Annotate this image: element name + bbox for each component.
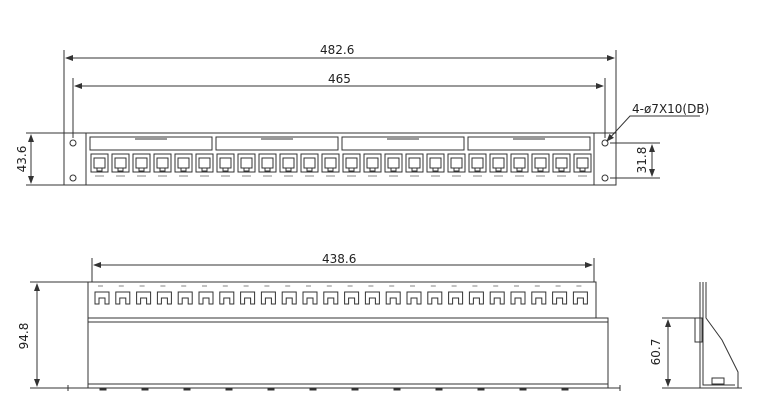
mounting-span-label: 465 xyxy=(328,72,351,86)
bottom-foot xyxy=(393,387,401,391)
hole-callout-label: 4-ø7X10(DB) xyxy=(632,102,710,116)
bottom-foot xyxy=(99,387,107,391)
front-port xyxy=(342,153,361,177)
front-port xyxy=(90,153,109,177)
hole-spacing-label: 31.8 xyxy=(635,146,649,174)
front-port xyxy=(447,153,466,177)
mounting-hole xyxy=(601,139,609,147)
bottom-outline-body xyxy=(87,317,609,389)
front-port xyxy=(426,153,445,177)
front-port xyxy=(132,153,151,177)
front-port xyxy=(321,153,340,177)
front-port xyxy=(153,153,172,177)
bottom-foot xyxy=(519,387,527,391)
bottom-foot xyxy=(309,387,317,391)
side-height-label: 60.7 xyxy=(649,338,663,366)
hole-callout-leader xyxy=(606,115,700,142)
bottom-port xyxy=(156,285,172,305)
front-port xyxy=(279,153,298,177)
bottom-port xyxy=(302,285,318,305)
front-port xyxy=(300,153,319,177)
mounting-hole xyxy=(601,174,609,182)
front-port xyxy=(258,153,277,177)
label-strip xyxy=(215,136,339,151)
bottom-port xyxy=(198,285,214,305)
bottom-port xyxy=(572,285,588,305)
front-view xyxy=(26,50,700,186)
bottom-view xyxy=(30,258,621,391)
front-port xyxy=(531,153,550,177)
label-strip xyxy=(89,136,213,151)
bottom-port xyxy=(489,285,505,305)
bottom-port xyxy=(510,285,526,305)
bottom-outline-top-plate xyxy=(87,281,597,319)
front-port xyxy=(573,153,592,177)
bottom-port xyxy=(448,285,464,305)
front-port xyxy=(468,153,487,177)
bottom-foot xyxy=(141,387,149,391)
bottom-foot xyxy=(267,387,275,391)
bottom-port xyxy=(344,285,360,305)
bottom-port xyxy=(468,285,484,305)
depth-label: 94.8 xyxy=(17,322,31,350)
bottom-port xyxy=(364,285,380,305)
front-port xyxy=(510,153,529,177)
height-label: 43.6 xyxy=(15,145,29,173)
front-panel-outline xyxy=(63,132,617,186)
bottom-port xyxy=(177,285,193,305)
bottom-port xyxy=(94,285,110,305)
front-port xyxy=(216,153,235,177)
bottom-port xyxy=(552,285,568,305)
bottom-width-label: 438.6 xyxy=(322,252,357,266)
overall-width-label: 482.6 xyxy=(320,43,355,57)
front-port xyxy=(174,153,193,177)
bottom-port xyxy=(240,285,256,305)
bottom-port xyxy=(219,285,235,305)
side-view xyxy=(662,282,742,389)
front-port xyxy=(384,153,403,177)
front-port xyxy=(195,153,214,177)
bottom-port xyxy=(136,285,152,305)
front-port xyxy=(489,153,508,177)
bottom-port xyxy=(281,285,297,305)
bottom-port xyxy=(260,285,276,305)
mounting-hole xyxy=(69,139,77,147)
label-strip xyxy=(341,136,465,151)
front-port xyxy=(237,153,256,177)
bottom-foot xyxy=(561,387,569,391)
bottom-port xyxy=(427,285,443,305)
bottom-foot xyxy=(477,387,485,391)
front-port xyxy=(363,153,382,177)
side-bracket-outline xyxy=(699,282,739,389)
bottom-foot xyxy=(435,387,443,391)
bottom-foot xyxy=(225,387,233,391)
bottom-port xyxy=(323,285,339,305)
front-port xyxy=(111,153,130,177)
mounting-hole xyxy=(69,174,77,182)
bottom-port xyxy=(385,285,401,305)
bottom-foot xyxy=(183,387,191,391)
bottom-port xyxy=(406,285,422,305)
bottom-foot xyxy=(351,387,359,391)
front-port xyxy=(405,153,424,177)
bottom-port xyxy=(531,285,547,305)
front-port xyxy=(552,153,571,177)
bottom-port xyxy=(115,285,131,305)
label-strip xyxy=(467,136,591,151)
